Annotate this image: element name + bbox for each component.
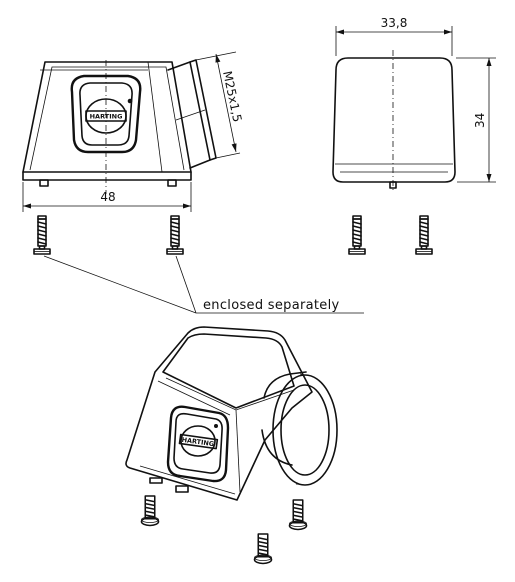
isometric-logo: HARTING (178, 424, 219, 457)
callout-label: enclosed separately (203, 298, 340, 313)
dimension-height-side: 34 (473, 113, 487, 128)
screw-side-left (348, 215, 366, 255)
screw-iso-bottom (253, 533, 273, 565)
side-view: 33,8 34 (332, 16, 496, 192)
dimension-width-side: 33,8 (381, 16, 408, 30)
front-view: HARTING 48 M25x1,5 (22, 51, 245, 212)
screw-side-right (415, 215, 433, 255)
screw-front-left (33, 215, 51, 255)
harting-logo: HARTING (85, 98, 133, 134)
dimension-width-front: 48 (100, 190, 115, 204)
screw-iso-left (140, 495, 160, 527)
screw-iso-right (288, 499, 308, 531)
isometric-view: HARTING (125, 326, 338, 501)
callout: enclosed separately (43, 255, 364, 314)
screw-front-right (166, 215, 184, 255)
dimension-thread: M25x1,5 (220, 70, 244, 124)
